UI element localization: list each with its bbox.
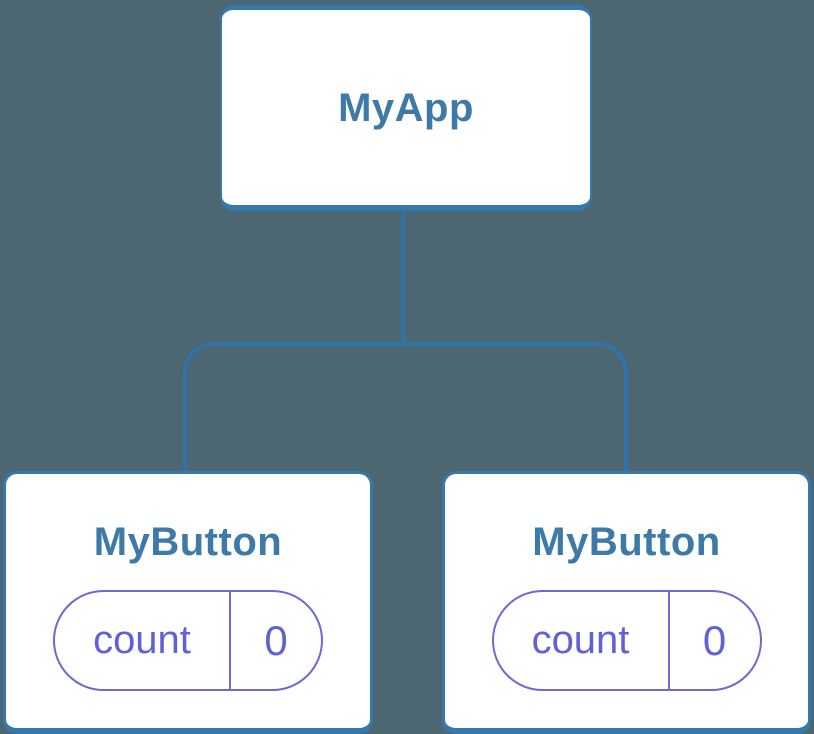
connector-bracket xyxy=(183,342,628,472)
node-myapp-label: MyApp xyxy=(338,85,474,130)
node-myapp: MyApp xyxy=(220,5,592,211)
node-mybutton-right-label: MyButton xyxy=(532,520,721,564)
node-mybutton-left-label: MyButton xyxy=(93,520,283,564)
state-value: 0 xyxy=(702,616,727,664)
connector-stem xyxy=(401,211,405,344)
node-mybutton-right: MyButton count 0 xyxy=(442,471,811,734)
state-pill: count 0 xyxy=(491,590,762,691)
state-key: count xyxy=(494,592,670,689)
node-mybutton-left: MyButton count 0 xyxy=(3,471,373,734)
state-pill: count 0 xyxy=(53,590,323,691)
state-key: count xyxy=(55,592,231,689)
state-value: 0 xyxy=(264,616,288,664)
